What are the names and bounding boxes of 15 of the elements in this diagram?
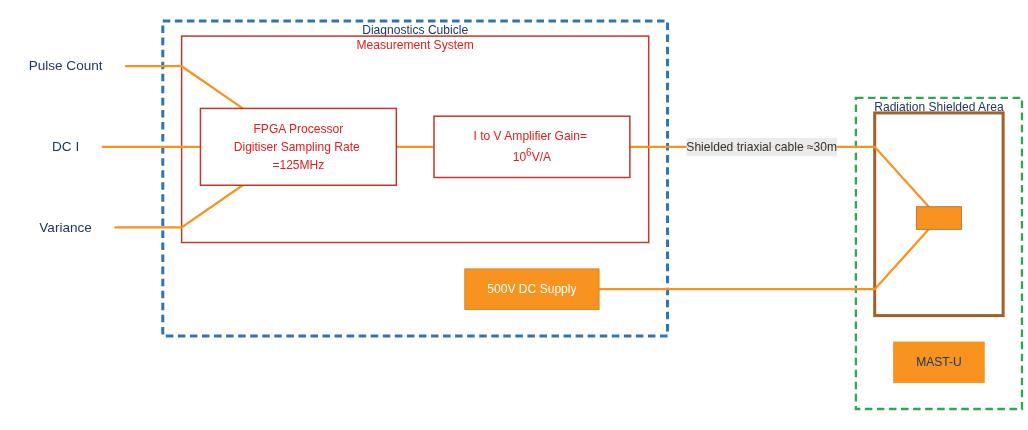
node-box: I to V Amplifier Gain= 10$^{6}$V/A [433, 115, 631, 179]
node-box [915, 206, 962, 230]
node-box: MAST-U [893, 341, 985, 383]
node-text: DC I [52, 138, 80, 154]
connector [125, 65, 244, 110]
node-box: 500V DC Supply [464, 268, 600, 310]
cluster [873, 111, 1005, 318]
connector [599, 228, 930, 291]
node-text: Variance [39, 219, 92, 235]
edge-label: Shielded triaxial cable ≈30m [686, 140, 838, 153]
connector [396, 145, 434, 148]
connector [114, 184, 244, 229]
node-box: FPGA Processor Digitiser Sampling Rate =125MHz [199, 107, 398, 186]
node-text: Pulse Count [28, 58, 103, 74]
connector [101, 145, 201, 148]
